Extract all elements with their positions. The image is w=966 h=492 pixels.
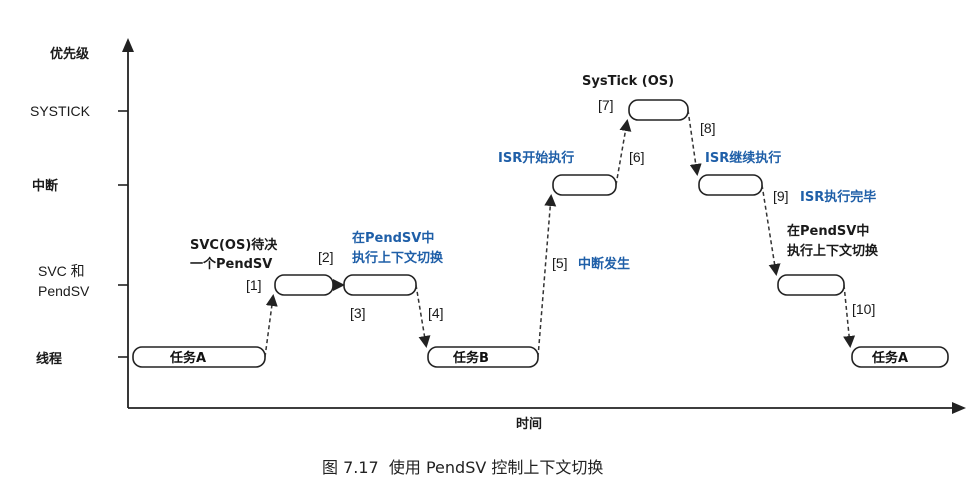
pendsv-box [343,274,417,296]
level-systick: SYSTICK [30,103,91,119]
figure-caption: 图 7.17 使用 PendSV 控制上下文切换 [322,458,603,477]
step-5: [5] [552,255,568,271]
level-pendsv: PendSV [38,283,90,299]
step-1: [1] [246,277,262,293]
svc-box [274,274,334,296]
systick-os-label: SysTick (OS) [582,74,674,89]
level-thread: 线程 [36,351,62,367]
step-6: [6] [629,149,645,165]
transition-9 [761,184,781,276]
transition-5 [537,194,557,358]
task-a-label: 任务A [169,350,206,366]
svc-wait-line2: 一个PendSV [190,256,272,272]
level-interrupt: 中断 [32,178,58,194]
systick-box [628,99,689,121]
step-7: [7] [598,97,614,113]
svc-wait-line1: SVC(OS)待决 [190,237,278,253]
isr-start-label: ISR开始执行 [498,150,574,166]
isr-start-box [552,174,617,196]
level-svc: SVC 和 [38,263,85,279]
step-8: [8] [700,120,716,136]
isr-continue-label: ISR继续执行 [705,150,781,166]
task-b-label: 任务B [452,350,489,366]
step-9: [9] [773,188,789,204]
task-a-box-2 [851,346,949,368]
interrupt-occurs-label: 中断发生 [578,256,630,272]
step-3: [3] [350,305,366,321]
transition-6 [615,119,632,186]
transition-8 [687,109,702,176]
pendsv-switch2-line1: 在PendSV中 [787,223,869,239]
x-axis-title: 时间 [516,416,542,432]
x-axis-arrow-icon [952,402,966,414]
y-axis-title: 优先级 [50,46,90,62]
pendsv-switch-line2: 执行上下文切换 [352,250,444,266]
step-10: [10] [852,301,875,317]
pendsv-switch2-line2: 执行上下文切换 [787,243,879,259]
pendsv-switch-line1: 在PendSV中 [352,230,434,246]
transition-10 [843,284,856,348]
task-a-label-2: 任务A [871,350,908,366]
isr-continue-box [698,174,763,196]
y-axis-arrow-icon [122,38,134,52]
step-4: [4] [428,305,444,321]
transition-4 [415,284,431,348]
pendsv-box-2 [777,274,845,296]
transition-1 [264,294,278,358]
step-2: [2] [318,249,334,265]
isr-done-label: ISR执行完毕 [800,189,876,205]
